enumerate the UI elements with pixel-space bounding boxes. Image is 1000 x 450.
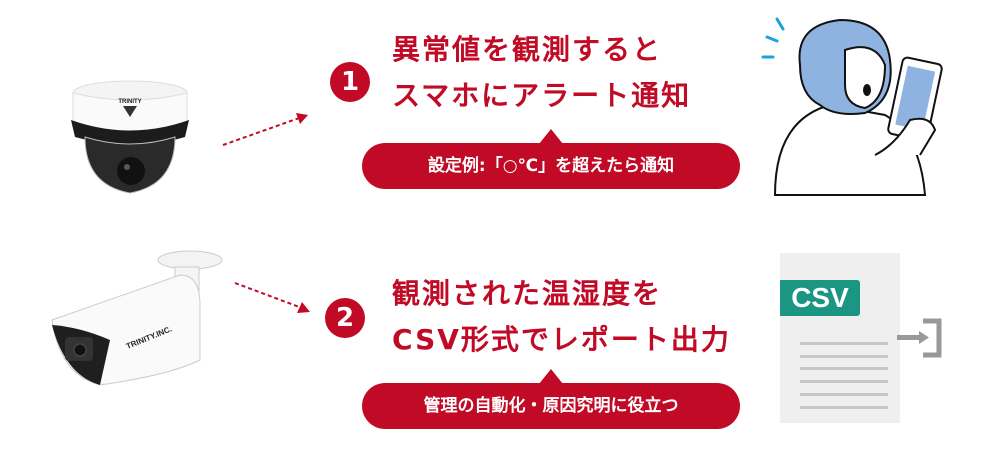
export-arrow-icon <box>897 318 942 358</box>
alert-lines-icon <box>761 17 785 59</box>
step-1-badge: 1 <box>330 62 370 102</box>
dashed-arrow-1 <box>222 113 308 146</box>
dome-camera-image: TRINITY <box>71 80 189 194</box>
dashed-arrow-2 <box>234 282 310 313</box>
step-2-heading-line2: CSV形式でレポート出力 <box>392 323 731 356</box>
step-2-badge: 2 <box>325 298 365 338</box>
step-2-benefit-callout: 管理の自動化・原因究明に役立つ <box>362 369 740 429</box>
csv-label: CSV <box>780 280 860 316</box>
step-1-heading-line2: スマホにアラート通知 <box>392 79 692 112</box>
step-2-heading-line1: 観測された温湿度を <box>392 277 663 310</box>
bullet-camera-image: TRINITY.INC. <box>51 250 223 386</box>
csv-document-icon: CSV <box>780 253 900 423</box>
camera-brand-label: TRINITY <box>118 99 141 105</box>
step-1-example-callout: 設定例:「○℃」を超えたら通知 <box>362 129 740 189</box>
step-1-heading-line1: 異常値を観測すると <box>392 33 663 66</box>
person-with-smartphone-illustration <box>761 17 943 196</box>
